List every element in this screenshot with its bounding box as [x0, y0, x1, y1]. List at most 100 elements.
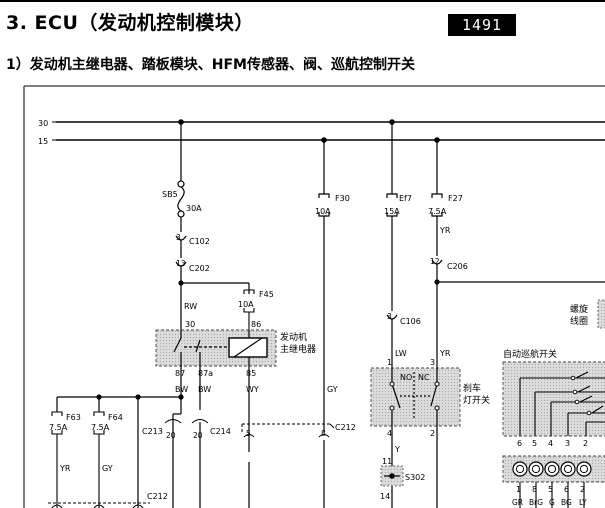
- section-subtitle: 1）发动机主继电器、踏板模块、HFM传感器、阀、巡航控制开关: [6, 57, 415, 73]
- page-number-badge: 1491: [448, 14, 516, 36]
- wire-bw-2: BW: [198, 385, 211, 394]
- cruise-pin-bottom: 2: [580, 485, 585, 494]
- brake-pin-3: 3: [430, 358, 435, 367]
- c213-pin: 20: [166, 431, 176, 440]
- s302-pin-top: 11: [382, 457, 392, 466]
- brake-pin-1: 1: [387, 358, 392, 367]
- fuse-f45-name: F45: [259, 290, 274, 299]
- c102-label: C102: [189, 237, 210, 246]
- wire-wy: WY: [246, 385, 259, 394]
- relay-pin-85: 85: [246, 369, 256, 378]
- f27-branch: [431, 140, 605, 368]
- fuse-f64-name: F64: [108, 413, 123, 422]
- c212-pin-8: 8: [321, 429, 326, 438]
- relay-internals: [173, 330, 268, 366]
- c212-label-left: C212: [147, 492, 168, 501]
- coil-label-line1: 螺旋: [570, 303, 588, 315]
- relay-pin-30: 30: [185, 320, 195, 329]
- fuse-f63: [51, 411, 63, 508]
- brake-switch-internals: [391, 368, 438, 426]
- wire-gy: GY: [327, 385, 338, 394]
- fuse-f27-name: F27: [448, 194, 463, 203]
- cruise-pin-top: 4: [548, 439, 553, 448]
- fuse-f64: [93, 411, 105, 508]
- cruise-pin-top: 5: [532, 439, 537, 448]
- c212-pin-5: 5: [246, 429, 251, 438]
- sb5-junction: [178, 280, 184, 286]
- cruise-pin-bottom: 5: [548, 485, 553, 494]
- brake-nc-label: NC: [418, 373, 430, 382]
- wire-yr-top: YR: [439, 226, 451, 235]
- cruise-wire-color: G: [549, 498, 555, 507]
- c202-label: C202: [189, 264, 210, 273]
- c206-pin: 12: [430, 257, 440, 266]
- fuse-ef7-rating: 15A: [384, 207, 400, 216]
- wire-yr-f63: YR: [59, 464, 71, 473]
- wire-rw: RW: [184, 302, 197, 311]
- cruise-pin-bottom: 8: [532, 485, 537, 494]
- s302-pin-bottom: 14: [380, 492, 390, 501]
- c102-pin: 3: [176, 233, 181, 242]
- cruise-pin-top: 2: [583, 439, 588, 448]
- wire-lw: LW: [395, 349, 407, 358]
- c206-label: C206: [447, 262, 468, 271]
- relay-pin-87a: 87a: [198, 369, 213, 378]
- f27-junction: [434, 279, 440, 285]
- cruise-pin-top: 3: [565, 439, 570, 448]
- brake-label-line1: 刹车: [463, 382, 481, 394]
- brake-switch-contacts: [389, 381, 440, 411]
- relay-pin-86: 86: [251, 320, 261, 329]
- fuse-f27-rating: 7.5A: [428, 207, 447, 216]
- c212-connector-row: [241, 423, 335, 438]
- cruise-connector-pins: [512, 461, 592, 477]
- cruise-wire-colors: GR BrG G BG LY: [512, 498, 587, 507]
- cruise-wire-color: BrG: [529, 498, 543, 507]
- relay-label-line1: 发动机: [280, 331, 307, 343]
- wire-gy-f64: GY: [102, 464, 113, 473]
- c213-label: C213: [142, 427, 163, 436]
- sb5-branch: [175, 122, 250, 338]
- fuse-f30-name: F30: [335, 194, 350, 203]
- s302-label: S302: [405, 473, 425, 482]
- relay-pin-87: 87: [175, 369, 185, 378]
- fuse-f45-rating: 10A: [238, 300, 254, 309]
- wire-bw-1: BW: [175, 385, 188, 394]
- cruise-switch-box: [502, 361, 605, 437]
- brake-pin-2: 2: [430, 429, 435, 438]
- cruise-label: 自动巡航开关: [503, 348, 557, 360]
- cruise-wire-color: GR: [512, 498, 523, 507]
- brake-no-label: NO: [400, 373, 412, 382]
- cruise-pin-labels-bottom: 1 8 5 6 2: [516, 485, 585, 494]
- fuse-f63-rating: 7.5A: [49, 423, 68, 432]
- cruise-wire-color: LY: [579, 498, 587, 507]
- cruise-pin-bottom: 1: [516, 485, 521, 494]
- fuse-sb5-rating: 30A: [186, 204, 202, 213]
- cruise-pin-top: 6: [517, 439, 522, 448]
- wire-y: Y: [394, 445, 400, 454]
- relay-label-line2: 主继电器: [280, 343, 316, 355]
- wire-yr-mid: YR: [439, 349, 451, 358]
- relay-output-wires: [56, 366, 250, 508]
- power-bus: [52, 121, 605, 141]
- brake-pin-4: 4: [387, 429, 392, 438]
- c214-pin: 20: [193, 431, 203, 440]
- cruise-pin-bottom: 6: [564, 485, 569, 494]
- c212-label-right: C212: [335, 423, 356, 432]
- cruise-switch-internals: [519, 371, 605, 436]
- c212-bottom-left: [48, 502, 150, 508]
- fuse-sb5-name: SB5: [162, 190, 178, 199]
- fuse-f63-name: F63: [66, 413, 81, 422]
- relay-output-junctions: [96, 394, 184, 400]
- diagram-frame: [23, 85, 605, 508]
- cruise-pin-labels-top: 6 5 4 3 2: [517, 439, 588, 448]
- c106-label: C106: [400, 317, 421, 326]
- fuse-ef7-name: Ef7: [399, 194, 412, 203]
- cruise-wire-color: BG: [561, 498, 572, 507]
- fuse-f64-rating: 7.5A: [91, 423, 110, 432]
- c213-c214-connectors: [164, 419, 209, 424]
- coil-label-line2: 线圈: [570, 315, 588, 327]
- c106-pin: 3: [387, 312, 392, 321]
- spiral-coil-box: [597, 299, 605, 329]
- ef7-branch: [386, 122, 398, 368]
